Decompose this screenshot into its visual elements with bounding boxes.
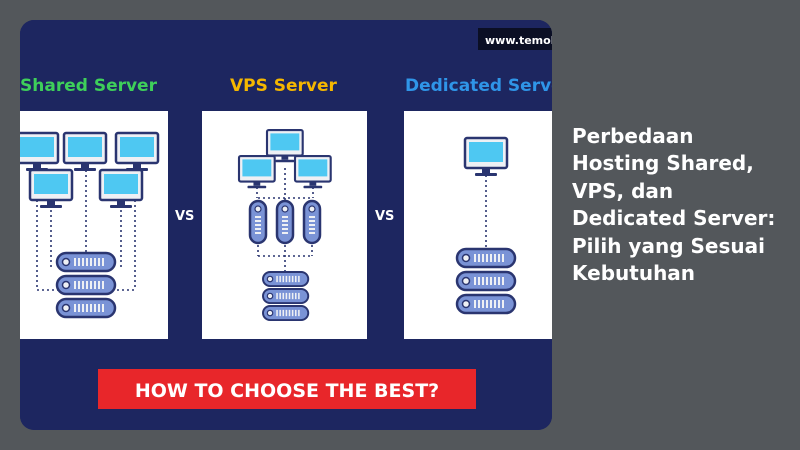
vps-connection-lines xyxy=(256,168,314,272)
server-rack-icon xyxy=(55,274,117,296)
server-rack-icon xyxy=(262,288,310,305)
server-pod-icon xyxy=(275,199,295,245)
article-title[interactable]: Perbedaan Hosting Shared, VPS, dan Dedic… xyxy=(572,124,776,286)
server-rack-icon xyxy=(262,305,310,322)
watermark-text: www.temok xyxy=(485,34,552,47)
cta-banner xyxy=(98,369,476,409)
watermark-box xyxy=(478,28,552,50)
dedicated-server-stack xyxy=(455,247,517,315)
server-pod-icon xyxy=(302,199,322,245)
shared-server-title: Shared Server xyxy=(20,76,158,96)
vps-server-stack xyxy=(262,271,310,322)
dedicated-server-title: Dedicated Server xyxy=(405,76,552,96)
server-rack-icon xyxy=(455,270,517,292)
server-rack-icon xyxy=(455,293,517,315)
vps-virtual-servers xyxy=(248,199,322,245)
server-rack-icon xyxy=(455,247,517,269)
server-rack-icon xyxy=(55,297,117,319)
shared-server-stack xyxy=(55,251,117,319)
server-pod-icon xyxy=(248,199,268,245)
cta-banner-text: HOW TO CHOOSE THE BEST? xyxy=(135,380,439,402)
server-rack-icon xyxy=(262,271,310,288)
article-thumbnail[interactable]: www.temok Shared Server VPS Server Dedic… xyxy=(20,20,552,430)
server-rack-icon xyxy=(55,251,117,273)
thumbnail-graphic: www.temok Shared Server VPS Server Dedic… xyxy=(20,20,552,430)
vps-server-title: VPS Server xyxy=(230,76,338,96)
vs-label: VS xyxy=(375,209,394,224)
vs-label: VS xyxy=(175,209,194,224)
